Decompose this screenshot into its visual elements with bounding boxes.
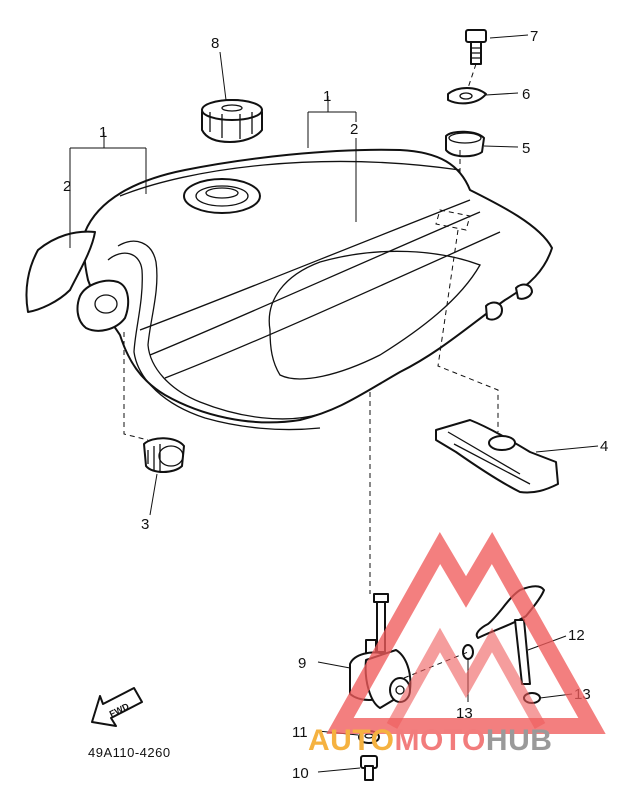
grommet-part-3 bbox=[143, 437, 185, 473]
bolt-part-7 bbox=[465, 29, 487, 65]
tank-side-cover-left bbox=[25, 230, 96, 313]
callout-4: 4 bbox=[600, 438, 608, 455]
callout-11: 11 bbox=[292, 724, 308, 741]
callout-6: 6 bbox=[522, 86, 530, 103]
watermark-triangle-logo bbox=[326, 531, 606, 734]
watermark-text: AUTOMOTOHUB bbox=[308, 724, 552, 757]
fwd-arrow: FWD bbox=[91, 687, 143, 727]
automotohub-watermark: AUTOMOTOHUB bbox=[308, 531, 606, 757]
fuel-tank bbox=[25, 148, 553, 431]
callout-2-mid: 2 bbox=[350, 121, 358, 138]
rear-mount-rubber-part-4 bbox=[435, 419, 559, 494]
callout-13-a: 13 bbox=[456, 705, 473, 722]
callout-7: 7 bbox=[530, 28, 538, 45]
callout-12: 12 bbox=[568, 627, 585, 644]
callout-8: 8 bbox=[211, 35, 219, 52]
callout-5: 5 bbox=[522, 140, 530, 157]
leader-lines bbox=[69, 34, 599, 773]
callout-10: 10 bbox=[292, 765, 309, 782]
callout-1-mid: 1 bbox=[323, 88, 331, 105]
diagram-part-number: 49A110-4260 bbox=[88, 745, 171, 760]
grommet-part-5 bbox=[445, 130, 485, 158]
fuel-cap bbox=[201, 99, 263, 143]
callout-3: 3 bbox=[141, 516, 149, 533]
damper-part-6 bbox=[447, 87, 487, 105]
screw-part-10 bbox=[360, 755, 378, 781]
callout-2-left: 2 bbox=[63, 178, 71, 195]
callout-1-left: 1 bbox=[99, 124, 107, 141]
callout-9: 9 bbox=[298, 655, 306, 672]
